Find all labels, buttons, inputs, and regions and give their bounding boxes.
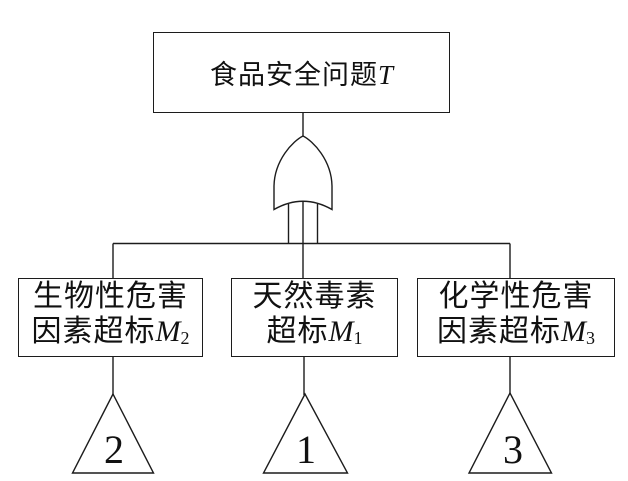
event-m2-symbol: M: [155, 314, 181, 348]
event-box-m1: 天然毒素 超标M1: [231, 278, 398, 357]
top-event-symbol: T: [377, 60, 394, 90]
transfer-number-1: 1: [296, 427, 316, 472]
event-m3-line2: 因素超标M3: [437, 314, 595, 356]
top-event-text: 食品安全问题: [209, 60, 378, 90]
event-m3-text: 因素超标: [437, 314, 561, 348]
event-m2-line2: 因素超标M2: [32, 314, 190, 356]
event-m3-line1: 化学性危害: [438, 279, 594, 313]
event-m1-symbol: M: [328, 314, 354, 348]
event-m2-text: 因素超标: [31, 314, 156, 348]
or-gate-icon: [273, 135, 333, 211]
top-event-box: 食品安全问题T: [153, 32, 450, 113]
transfer-triangle-3-icon: [467, 391, 553, 474]
event-m1-subscript: 1: [353, 328, 363, 349]
event-m1-text: 超标: [266, 314, 329, 348]
event-m3-symbol: M: [561, 314, 586, 348]
transfer-number-3: 3: [503, 427, 523, 472]
transfer-number-2: 2: [104, 427, 124, 472]
transfer-triangle-2-icon: [71, 392, 155, 474]
event-m2-line1: 生物性危害: [33, 279, 188, 313]
event-box-m3: 化学性危害 因素超标M3: [417, 278, 615, 357]
event-box-m2: 生物性危害 因素超标M2: [18, 278, 203, 357]
event-m3-subscript: 3: [586, 328, 595, 349]
event-m1-line2: 超标M1: [267, 314, 363, 356]
event-m2-subscript: 2: [180, 328, 190, 349]
event-m1-line1: 天然毒素: [252, 279, 377, 313]
transfer-triangle-1-icon: [262, 392, 349, 474]
top-event-label: 食品安全问题T: [210, 53, 393, 92]
